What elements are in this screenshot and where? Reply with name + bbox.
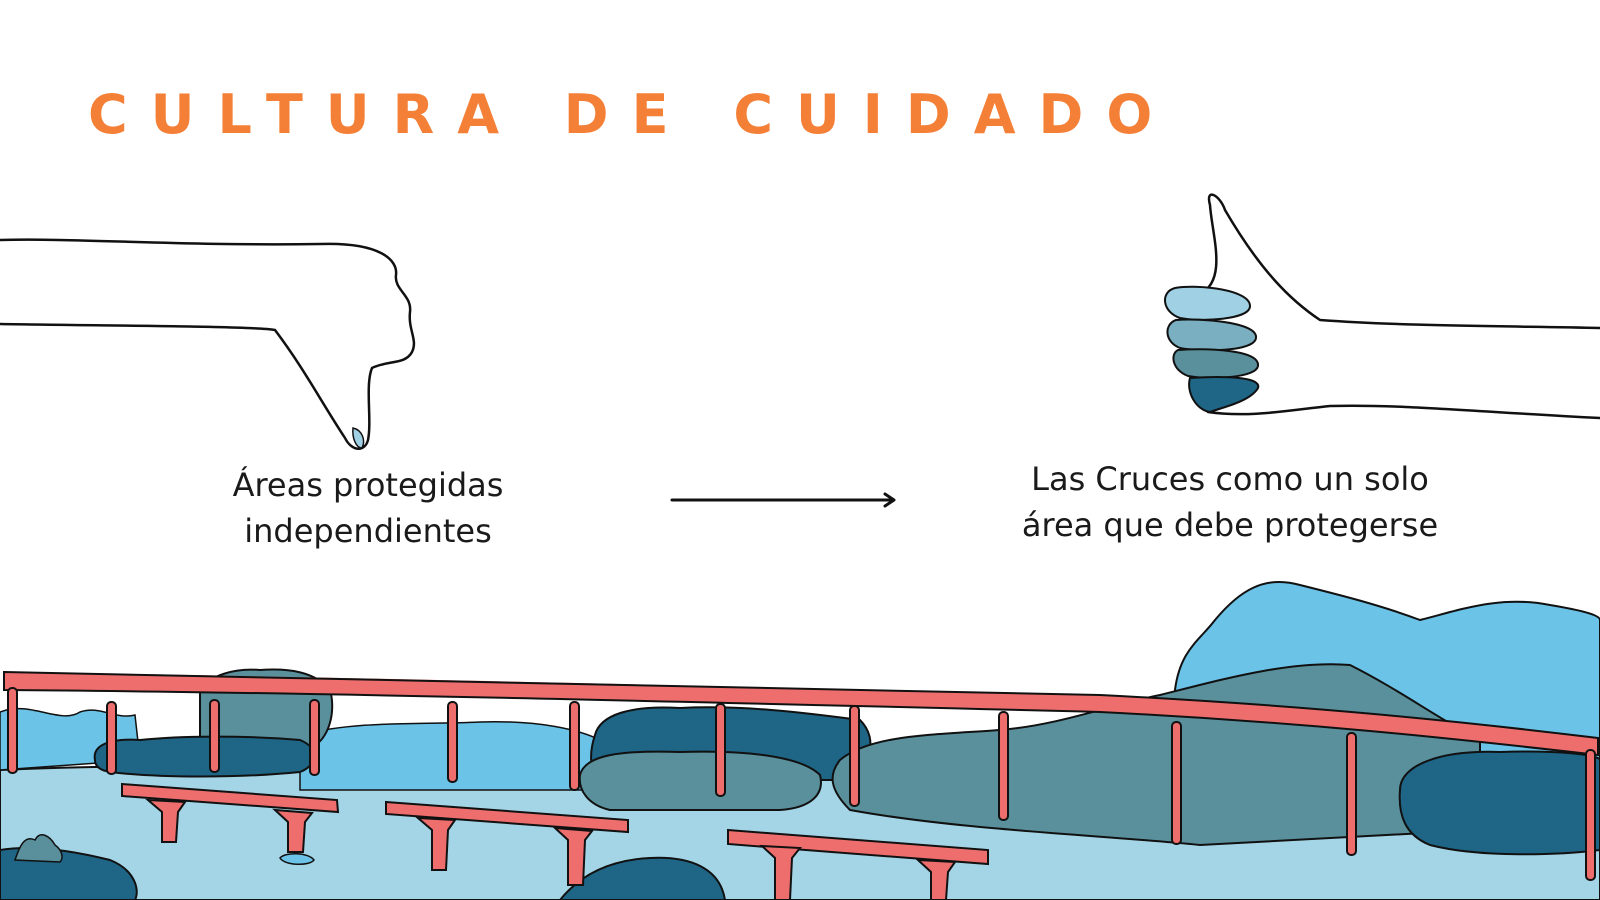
left-caption-line-1: Áreas protegidas <box>232 466 504 504</box>
right-caption: Las Cruces como un solo área que debe pr… <box>990 456 1470 548</box>
slide-title: CULTURA DE CUIDADO <box>88 83 1176 146</box>
left-caption: Áreas protegidas independientes <box>188 462 548 554</box>
right-caption-line-2: área que debe protegerse <box>1021 506 1439 544</box>
right-caption-line-1: Las Cruces como un solo <box>1031 460 1429 498</box>
left-caption-line-2: independientes <box>244 512 492 550</box>
